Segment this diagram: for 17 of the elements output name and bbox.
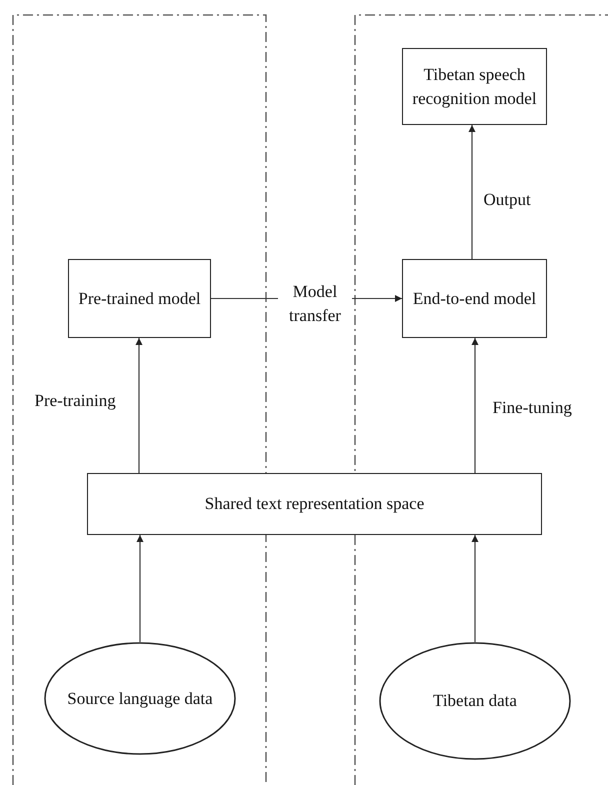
- process-box: [68, 259, 211, 338]
- node-text: Source language data: [67, 688, 213, 710]
- arrow: [472, 535, 478, 642]
- process-box: [87, 473, 542, 535]
- process-box: [402, 48, 547, 125]
- node-text: Tibetan data: [433, 690, 517, 712]
- node-text: Tibetan speech recognition model: [411, 64, 538, 110]
- arrow: [472, 338, 478, 473]
- node-text: Shared text representation space: [204, 493, 424, 516]
- data-ellipse: [379, 642, 571, 760]
- node-text: Pre-trained model: [78, 288, 201, 310]
- data-ellipse: [44, 642, 236, 755]
- arrow: [136, 338, 142, 473]
- arrow: [468, 125, 476, 259]
- arrow: [136, 535, 144, 642]
- process-box: [402, 259, 547, 338]
- node-text: End-to-end model: [412, 288, 536, 310]
